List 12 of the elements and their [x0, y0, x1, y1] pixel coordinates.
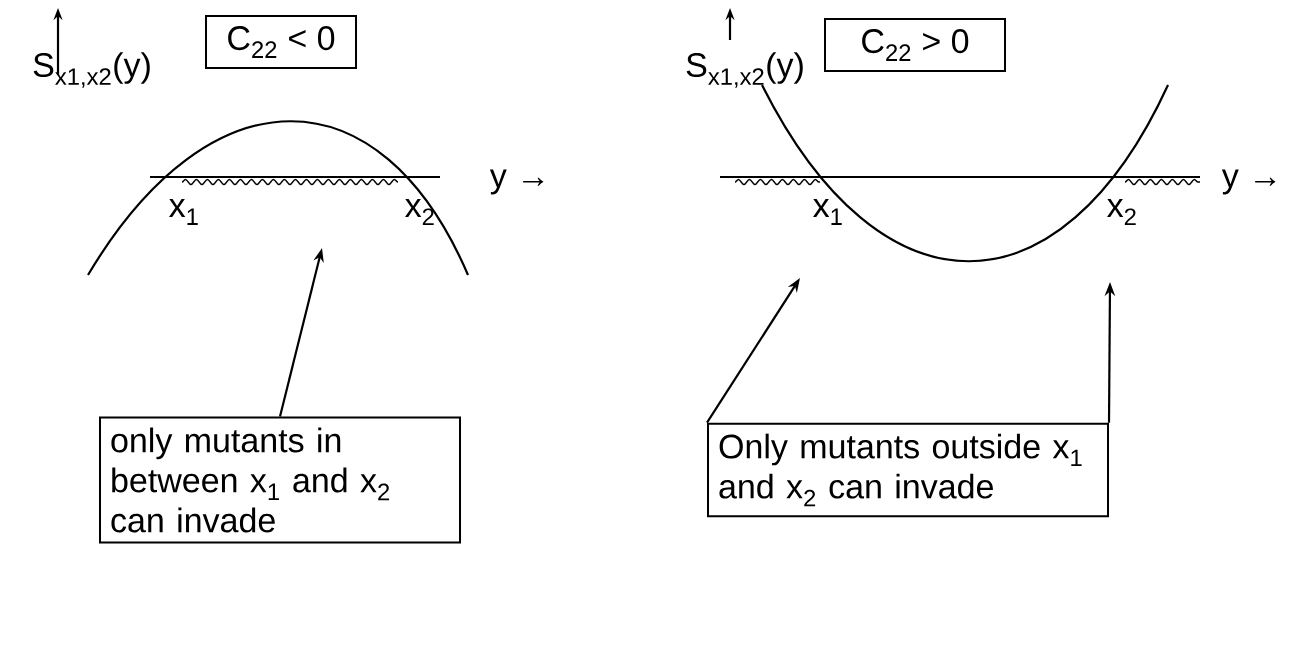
heading-box: C$_{22}$ > 0 — [824, 18, 1006, 72]
axis-label: S$_{x1,x2}$(y) — [33, 52, 150, 88]
heading-box: C$_{22}$ < 0 — [205, 15, 357, 69]
axis-label: x$_{1}$ — [813, 199, 842, 225]
axis-label: x$_{2}$ — [1107, 199, 1136, 225]
axis-label: S$_{x1,x2}$(y) — [686, 52, 803, 88]
note-box: only mutants in between x$_{1}$ and x$_{2}$ can invade — [99, 416, 461, 544]
axis-label: x$_{2}$ — [405, 199, 434, 225]
axis-label: y → — [1221, 169, 1276, 195]
note-box: Only mutants outside x$_{1}$ and x$_{2}$ can invade — [707, 422, 1109, 518]
axis-label: y → — [489, 169, 544, 195]
axis-label: x$_{1}$ — [169, 199, 198, 225]
